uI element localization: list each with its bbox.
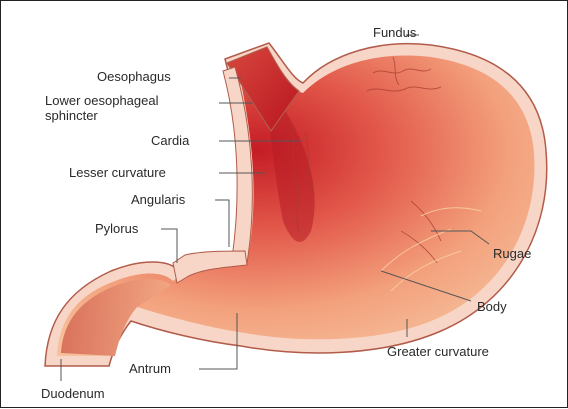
label-body: Body [477, 299, 507, 314]
label-cardia: Cardia [151, 133, 190, 148]
label-pylorus: Pylorus [95, 221, 139, 236]
label-oesophagus: Oesophagus [97, 69, 171, 84]
label-lesser-curvature: Lesser curvature [69, 165, 166, 180]
label-rugae: Rugae [493, 246, 531, 261]
label-sphincter: sphincter [45, 108, 98, 123]
label-fundus: Fundus [373, 25, 417, 40]
label-antrum: Antrum [129, 361, 171, 376]
label-greater-curvature: Greater curvature [387, 344, 489, 359]
label-lower-oesophageal: Lower oesophageal [45, 93, 159, 108]
label-duodenum: Duodenum [41, 386, 105, 401]
label-angularis: Angularis [131, 192, 186, 207]
